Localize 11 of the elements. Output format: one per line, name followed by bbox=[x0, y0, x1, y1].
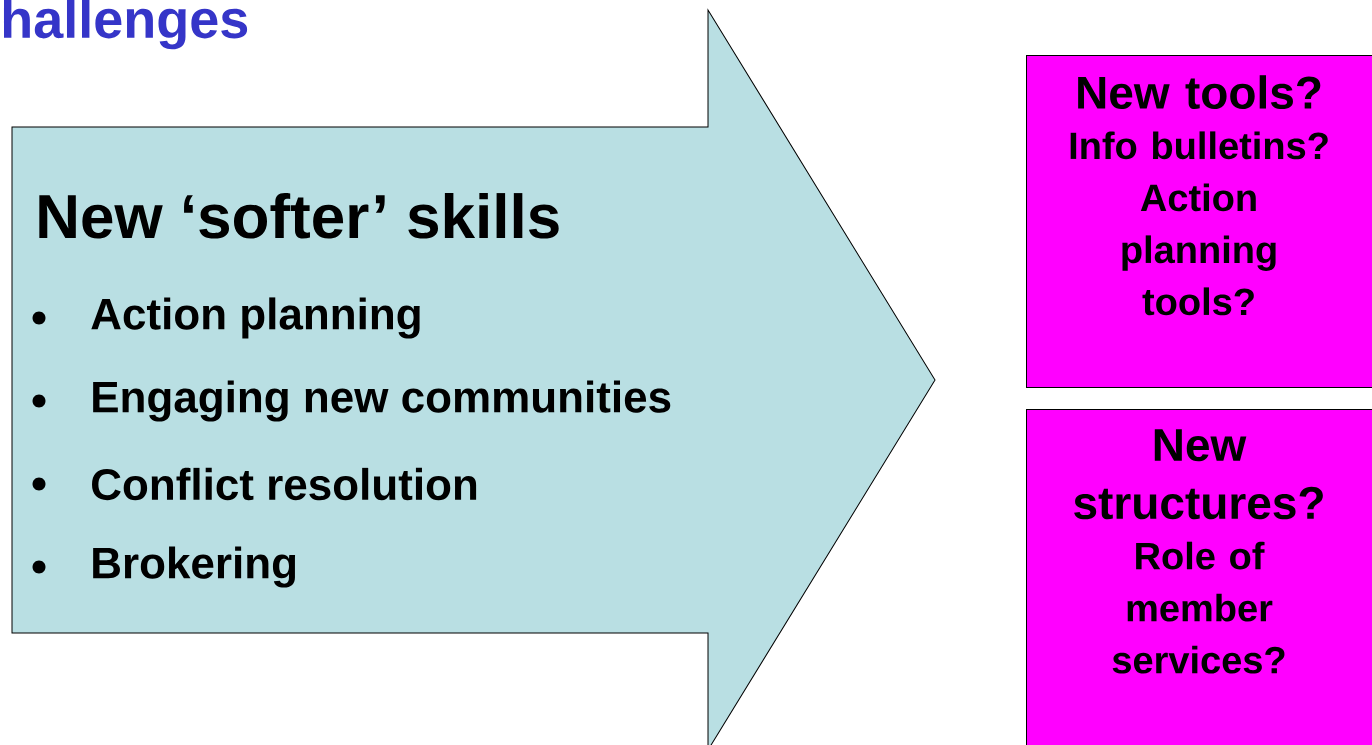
bullet-item: Engaging new communities bbox=[93, 380, 671, 422]
bullet-item: Action planning bbox=[91, 297, 420, 339]
box-text: Role of member services? bbox=[1112, 541, 1285, 674]
box-heading: New tools? bbox=[1078, 75, 1321, 109]
bullet-item: Conflict resolution bbox=[92, 467, 477, 501]
box-text: Info bulletins? Action planning tools? bbox=[1070, 131, 1328, 316]
text-box bbox=[1026, 55, 1372, 388]
bullet-item: Brokering bbox=[93, 546, 296, 588]
heading: New ‘softer’ skills bbox=[39, 193, 559, 239]
box-heading: New structures? bbox=[1074, 429, 1323, 520]
text-box bbox=[1026, 409, 1372, 745]
